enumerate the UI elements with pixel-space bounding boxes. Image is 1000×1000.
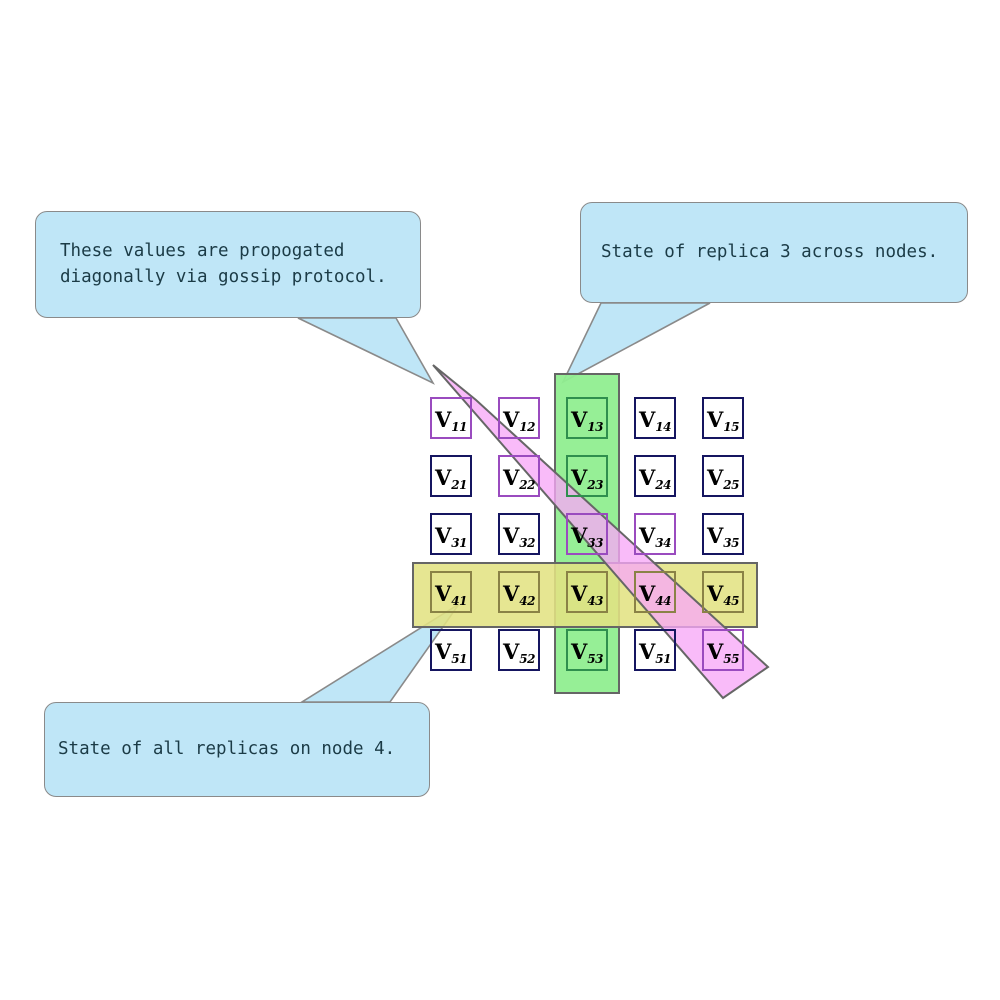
value-cell-label: V31 <box>435 522 467 550</box>
value-cell-label: V55 <box>707 638 739 666</box>
value-cell-subscript: 31 <box>451 535 467 550</box>
value-cell-subscript: 55 <box>723 651 739 666</box>
value-cell-v22[interactable]: V22 <box>498 455 540 497</box>
value-cell-label: V15 <box>707 406 739 434</box>
value-cell-v51[interactable]: V51 <box>430 629 472 671</box>
value-cell-v21[interactable]: V21 <box>430 455 472 497</box>
value-cell-subscript: 35 <box>723 535 739 550</box>
value-cell-subscript: 45 <box>723 593 739 608</box>
value-cell-label: V22 <box>503 464 535 492</box>
value-cell-subscript: 52 <box>519 651 535 666</box>
callout-gossip-protocol: These values are propogated diagonally v… <box>35 211 421 318</box>
value-cell-v11[interactable]: V11 <box>430 397 472 439</box>
value-cell-v25[interactable]: V25 <box>702 455 744 497</box>
value-cell-subscript: 34 <box>655 535 671 550</box>
value-cell-v32[interactable]: V32 <box>498 513 540 555</box>
value-cell-v52[interactable]: V52 <box>498 629 540 671</box>
value-cell-v41[interactable]: V41 <box>430 571 472 613</box>
value-cell-label: V51 <box>639 638 671 666</box>
value-cell-subscript: 21 <box>451 477 467 492</box>
value-cell-label: V23 <box>571 464 603 492</box>
value-cell-subscript: 41 <box>451 593 467 608</box>
value-cell-v13[interactable]: V13 <box>566 397 608 439</box>
value-cell-subscript: 12 <box>519 419 535 434</box>
value-cell-subscript: 51 <box>655 651 671 666</box>
value-cell-v15[interactable]: V15 <box>702 397 744 439</box>
callout-replica-3-text: State of replica 3 across nodes. <box>601 241 939 262</box>
value-cell-subscript: 33 <box>587 535 603 550</box>
value-cell-v31[interactable]: V31 <box>430 513 472 555</box>
value-cell-v34[interactable]: V34 <box>634 513 676 555</box>
value-cell-subscript: 25 <box>723 477 739 492</box>
value-cell-v44[interactable]: V44 <box>634 571 676 613</box>
value-cell-label: V45 <box>707 580 739 608</box>
value-cell-subscript: 14 <box>655 419 671 434</box>
value-cell-label: V52 <box>503 638 535 666</box>
callout-tail-replica3 <box>561 302 711 384</box>
callout-gossip-text: These values are propogated diagonally v… <box>60 241 387 287</box>
value-cell-subscript: 24 <box>655 477 671 492</box>
value-cell-label: V21 <box>435 464 467 492</box>
value-cell-v33[interactable]: V33 <box>566 513 608 555</box>
value-cell-v53[interactable]: V53 <box>566 629 608 671</box>
value-cell-v14[interactable]: V14 <box>634 397 676 439</box>
value-cell-label: V25 <box>707 464 739 492</box>
value-cell-label: V44 <box>639 580 671 608</box>
callout-replica-3: State of replica 3 across nodes. <box>580 202 968 303</box>
callout-tail-gossip <box>297 317 435 385</box>
value-cell-v42[interactable]: V42 <box>498 571 540 613</box>
value-cell-v43[interactable]: V43 <box>566 571 608 613</box>
value-cell-label: V11 <box>435 406 467 434</box>
value-cell-subscript: 15 <box>723 419 739 434</box>
gossip-diagonal-band <box>432 364 770 700</box>
value-cell-subscript: 32 <box>519 535 535 550</box>
value-cell-label: V43 <box>571 580 603 608</box>
value-cell-label: V12 <box>503 406 535 434</box>
value-cell-v55[interactable]: V55 <box>702 629 744 671</box>
value-cell-subscript: 11 <box>451 419 467 434</box>
value-cell-label: V32 <box>503 522 535 550</box>
callout-node-4-text: State of all replicas on node 4. <box>58 738 396 759</box>
value-cell-v12[interactable]: V12 <box>498 397 540 439</box>
value-cell-subscript: 51 <box>451 651 467 666</box>
value-cell-label: V42 <box>503 580 535 608</box>
value-cell-label: V14 <box>639 406 671 434</box>
value-cell-v51[interactable]: V51 <box>634 629 676 671</box>
value-cell-v24[interactable]: V24 <box>634 455 676 497</box>
value-cell-label: V33 <box>571 522 603 550</box>
value-cell-label: V41 <box>435 580 467 608</box>
value-cell-subscript: 53 <box>587 651 603 666</box>
value-cell-v35[interactable]: V35 <box>702 513 744 555</box>
value-cell-label: V53 <box>571 638 603 666</box>
value-cell-label: V51 <box>435 638 467 666</box>
value-cell-v23[interactable]: V23 <box>566 455 608 497</box>
callout-node-4: State of all replicas on node 4. <box>44 702 430 797</box>
value-cell-subscript: 44 <box>655 593 671 608</box>
value-cell-v45[interactable]: V45 <box>702 571 744 613</box>
value-cell-label: V35 <box>707 522 739 550</box>
value-cell-subscript: 23 <box>587 477 603 492</box>
value-cell-subscript: 42 <box>519 593 535 608</box>
value-cell-label: V34 <box>639 522 671 550</box>
value-cell-label: V24 <box>639 464 671 492</box>
value-cell-subscript: 13 <box>587 419 603 434</box>
value-cell-label: V13 <box>571 406 603 434</box>
value-cell-subscript: 43 <box>587 593 603 608</box>
value-cell-subscript: 22 <box>519 477 535 492</box>
